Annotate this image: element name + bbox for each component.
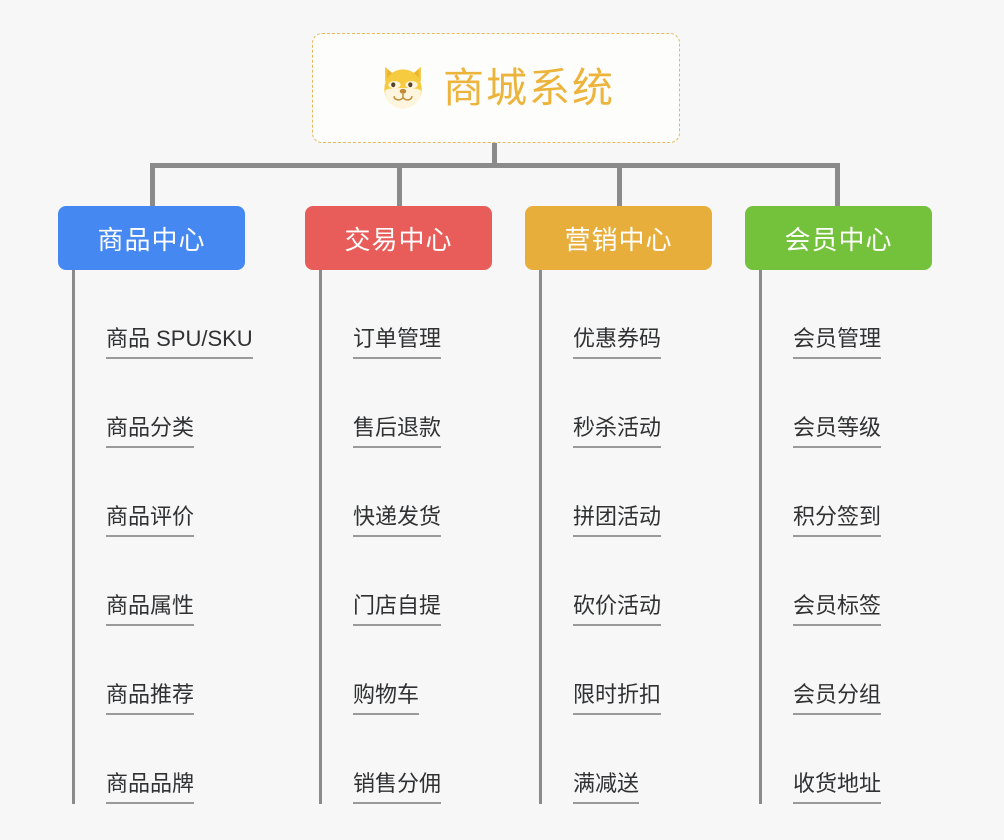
- leaf-label: 限时折扣: [573, 682, 662, 715]
- list-item[interactable]: 购物车: [307, 626, 537, 715]
- list-item[interactable]: 拼团活动: [527, 448, 757, 537]
- list-item[interactable]: 门店自提: [307, 537, 537, 626]
- leaf-label: 商品分类: [106, 415, 195, 448]
- leaf-label: 拼团活动: [573, 504, 662, 537]
- list-item[interactable]: 快递发货: [307, 448, 537, 537]
- connector-drop-3: [617, 163, 622, 208]
- list-item[interactable]: 商品评价: [60, 448, 290, 537]
- leaf-label: 满减送: [573, 771, 640, 804]
- branch-trunk: [539, 270, 542, 804]
- branch-marketing-center: 优惠券码 秒杀活动 拼团活动 砍价活动 限时折扣 满减送: [527, 270, 757, 804]
- leaf-label: 会员管理: [793, 326, 882, 359]
- list-item[interactable]: 会员管理: [747, 270, 977, 359]
- list-item[interactable]: 商品分类: [60, 359, 290, 448]
- list-item[interactable]: 会员等级: [747, 359, 977, 448]
- list-item[interactable]: 商品品牌: [60, 715, 290, 804]
- list-item[interactable]: 会员分组: [747, 626, 977, 715]
- leaf-label: 秒杀活动: [573, 415, 662, 448]
- leaf-label: 优惠券码: [573, 326, 662, 359]
- list-item[interactable]: 优惠券码: [527, 270, 757, 359]
- connector-drop-1: [150, 163, 155, 208]
- connector-horizontal-bus: [150, 163, 840, 168]
- leaf-label: 销售分佣: [353, 771, 442, 804]
- leaf-label: 商品推荐: [106, 682, 195, 715]
- leaf-label: 售后退款: [353, 415, 442, 448]
- leaf-label: 商品属性: [106, 593, 195, 626]
- list-item[interactable]: 限时折扣: [527, 626, 757, 715]
- leaf-label: 会员标签: [793, 593, 882, 626]
- branch-trunk: [72, 270, 75, 804]
- leaf-label: 会员分组: [793, 682, 882, 715]
- branch-trunk: [759, 270, 762, 804]
- branch-member-center: 会员管理 会员等级 积分签到 会员标签 会员分组 收货地址: [747, 270, 977, 804]
- root-title: 商城系统: [443, 64, 615, 111]
- leaf-label: 订单管理: [353, 326, 442, 359]
- list-item[interactable]: 会员标签: [747, 537, 977, 626]
- leaf-label: 积分签到: [793, 504, 882, 537]
- connector-drop-4: [835, 163, 840, 208]
- list-item[interactable]: 商品 SPU/SKU: [60, 270, 290, 359]
- category-header-product-center[interactable]: 商品中心: [58, 206, 245, 270]
- shiba-dog-face-icon: [384, 66, 422, 110]
- list-item[interactable]: 商品推荐: [60, 626, 290, 715]
- leaf-label: 门店自提: [353, 593, 442, 626]
- leaf-label: 商品品牌: [106, 771, 195, 804]
- category-header-member-center[interactable]: 会员中心: [745, 206, 932, 270]
- branch-product-center: 商品 SPU/SKU 商品分类 商品评价 商品属性 商品推荐 商品品牌: [60, 270, 290, 804]
- list-item[interactable]: 秒杀活动: [527, 359, 757, 448]
- leaf-label: 商品评价: [106, 504, 195, 537]
- leaf-label: 购物车: [353, 682, 420, 715]
- connector-root-stem: [492, 143, 497, 167]
- root-node[interactable]: 商城系统: [312, 33, 680, 143]
- leaf-label: 快递发货: [353, 504, 442, 537]
- leaf-label: 收货地址: [793, 771, 882, 804]
- branch-trade-center: 订单管理 售后退款 快递发货 门店自提 购物车 销售分佣: [307, 270, 537, 804]
- list-item[interactable]: 订单管理: [307, 270, 537, 359]
- list-item[interactable]: 商品属性: [60, 537, 290, 626]
- list-item[interactable]: 收货地址: [747, 715, 977, 804]
- connector-drop-2: [397, 163, 402, 208]
- category-header-trade-center[interactable]: 交易中心: [305, 206, 492, 270]
- leaf-label: 会员等级: [793, 415, 882, 448]
- list-item[interactable]: 砍价活动: [527, 537, 757, 626]
- list-item[interactable]: 积分签到: [747, 448, 977, 537]
- list-item[interactable]: 售后退款: [307, 359, 537, 448]
- leaf-label: 砍价活动: [573, 593, 662, 626]
- branch-trunk: [319, 270, 322, 804]
- category-header-marketing-center[interactable]: 营销中心: [525, 206, 712, 270]
- list-item[interactable]: 满减送: [527, 715, 757, 804]
- list-item[interactable]: 销售分佣: [307, 715, 537, 804]
- leaf-label: 商品 SPU/SKU: [106, 326, 253, 359]
